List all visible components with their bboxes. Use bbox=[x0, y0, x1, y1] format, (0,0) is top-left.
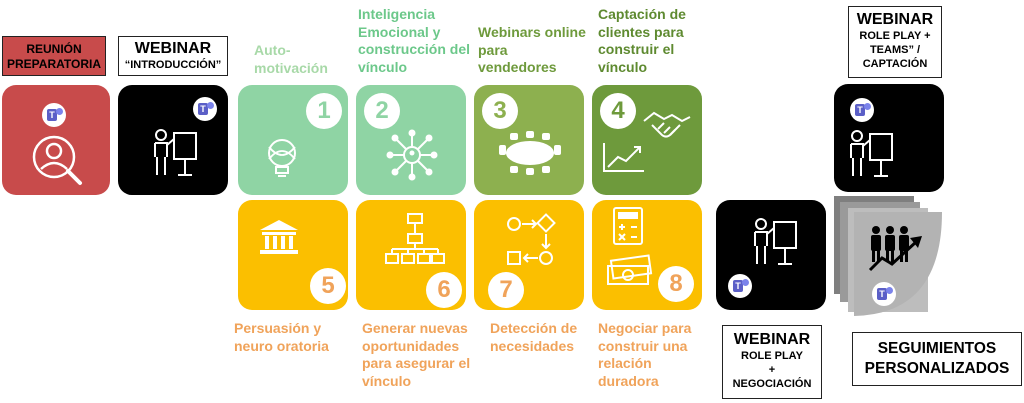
module-3-tile[interactable]: 3 bbox=[474, 85, 584, 195]
handshake-icon bbox=[643, 111, 691, 138]
reunion-header-line1: REUNIÓN bbox=[26, 42, 82, 56]
process-flow-icon bbox=[507, 213, 556, 265]
module-5-tile[interactable]: 5 bbox=[238, 200, 348, 310]
reunion-header-line2: PREPARATORIA bbox=[6, 57, 101, 71]
webinar-intro-tile[interactable]: T bbox=[118, 85, 228, 195]
presenter-icon bbox=[154, 129, 197, 176]
teams-icon: T bbox=[850, 98, 874, 122]
user-search-icon bbox=[32, 135, 82, 185]
webinar-intro-line1: WEBINAR bbox=[134, 40, 212, 57]
webinar-intro-line2: “INTRODUCCIÓN” bbox=[124, 59, 222, 71]
calculator-icon bbox=[613, 207, 643, 245]
module-5-label: Persuasión y neuro oratoria bbox=[234, 320, 329, 354]
money-icon bbox=[607, 254, 653, 285]
module-1-label: Auto- motivación bbox=[254, 42, 328, 76]
module-8-label: Negociar para construir una relación dur… bbox=[598, 320, 692, 389]
module-7-number: 7 bbox=[488, 272, 524, 308]
module-4-label: Captación de clientes para construir el … bbox=[598, 6, 686, 75]
module-7-label: Detección de necesidades bbox=[490, 320, 578, 354]
lightbulb-icon bbox=[268, 139, 296, 177]
module-1-tile[interactable]: 1 bbox=[238, 85, 348, 195]
module-4-tile[interactable]: 4 bbox=[592, 85, 702, 195]
seguimientos-label: SEGUIMIENTOS PERSONALIZADOS bbox=[852, 332, 1022, 386]
webinar-negociacion-label: WEBINAR ROLE PLAY + NEGOCIACIÓN bbox=[722, 325, 822, 399]
module-6-number: 6 bbox=[426, 272, 462, 308]
network-icon bbox=[386, 129, 438, 181]
module-3-number: 3 bbox=[482, 93, 518, 129]
teams-icon: T bbox=[872, 282, 896, 306]
webinar-negociacion-tile[interactable]: T bbox=[716, 200, 826, 310]
module-1-number: 1 bbox=[306, 93, 342, 129]
module-2-tile[interactable]: 2 bbox=[356, 85, 466, 195]
module-2-label: Inteligencia Emocional y construcción de… bbox=[358, 6, 471, 75]
module-3-label: Webinars online para vendedores bbox=[478, 24, 586, 75]
webinar-intro-header: WEBINAR “INTRODUCCIÓN” bbox=[118, 36, 228, 76]
module-6-tile[interactable]: 6 bbox=[356, 200, 466, 310]
module-4-number: 4 bbox=[600, 93, 636, 129]
teams-icon: T bbox=[193, 97, 217, 121]
reunion-tile[interactable]: T bbox=[2, 85, 110, 195]
reunion-header: REUNIÓN PREPARATORIA bbox=[2, 36, 106, 76]
teams-icon: T bbox=[42, 103, 66, 127]
webinar-captacion-label: WEBINAR ROLE PLAY + TEAMS” / CAPTACIÓN bbox=[848, 6, 942, 78]
presenter-icon bbox=[754, 218, 797, 265]
webinar-captacion-tile[interactable]: T bbox=[834, 84, 944, 192]
module-8-number: 8 bbox=[658, 266, 694, 302]
module-6-label: Generar nuevas oportunidades para asegur… bbox=[362, 320, 471, 389]
team-growth-icon bbox=[868, 226, 922, 272]
module-5-number: 5 bbox=[310, 268, 346, 304]
meeting-table-icon bbox=[499, 131, 561, 175]
module-2-number: 2 bbox=[364, 93, 400, 129]
module-8-tile[interactable]: 8 bbox=[592, 200, 702, 310]
teams-icon: T bbox=[728, 274, 752, 298]
presenter-icon bbox=[850, 130, 893, 177]
bank-icon bbox=[260, 220, 298, 254]
module-7-tile[interactable]: 7 bbox=[474, 200, 584, 310]
org-chart-icon bbox=[385, 213, 445, 264]
trend-chart-icon bbox=[603, 143, 644, 172]
